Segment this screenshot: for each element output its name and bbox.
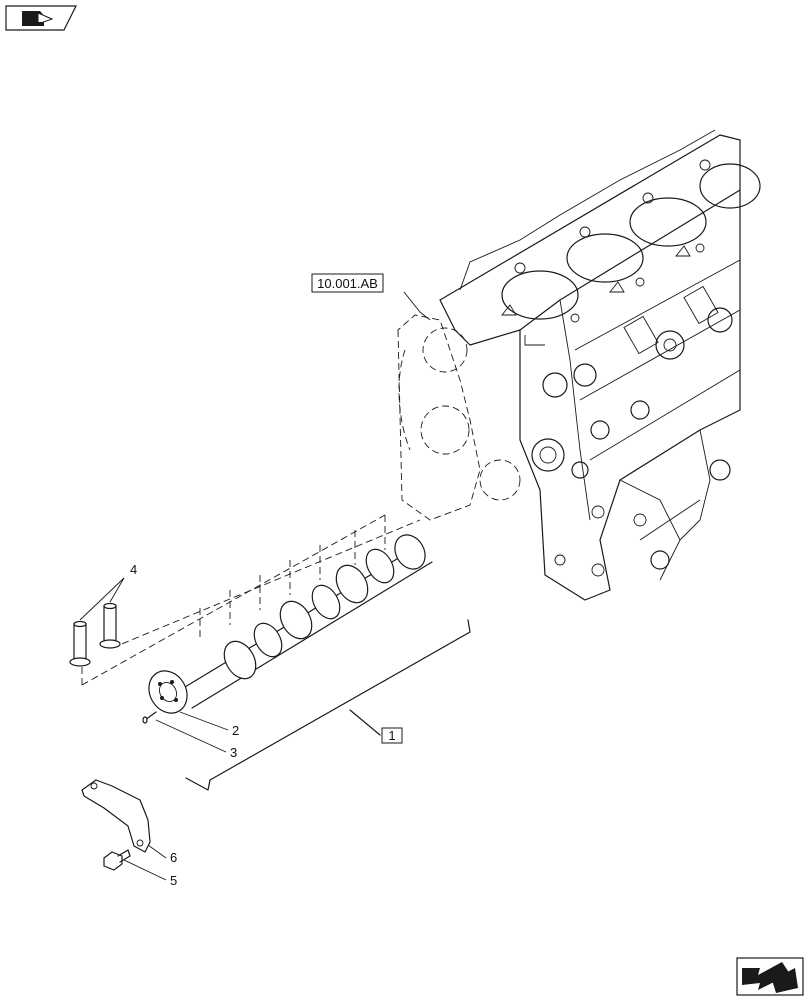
- callout-2[interactable]: 2: [232, 723, 239, 738]
- reference-label-box[interactable]: 10.001.AB: [311, 273, 384, 293]
- tappet-2: [99, 602, 121, 649]
- dowel-pin[interactable]: [142, 711, 157, 724]
- bracket[interactable]: [81, 779, 151, 853]
- callout-3[interactable]: 3: [230, 745, 237, 760]
- tappets[interactable]: [69, 602, 121, 667]
- next-page-arrow-icon[interactable]: [736, 957, 804, 996]
- assembly-label: 1: [388, 728, 395, 743]
- callout-6[interactable]: 6: [170, 850, 177, 865]
- callout-5[interactable]: 5: [170, 873, 177, 888]
- callout-4[interactable]: 4: [130, 562, 137, 577]
- assembly-label-box[interactable]: 1: [381, 727, 403, 744]
- bolt[interactable]: [103, 849, 131, 871]
- assembly-bracket: [185, 619, 471, 791]
- leader-lines: [79, 291, 431, 881]
- engine-block: [397, 129, 761, 601]
- reference-label: 10.001.AB: [317, 276, 378, 291]
- tappet-1: [69, 620, 91, 667]
- camshaft[interactable]: [141, 529, 433, 720]
- alignment-guides: [81, 514, 421, 686]
- parts-catalog-icon[interactable]: [5, 5, 77, 31]
